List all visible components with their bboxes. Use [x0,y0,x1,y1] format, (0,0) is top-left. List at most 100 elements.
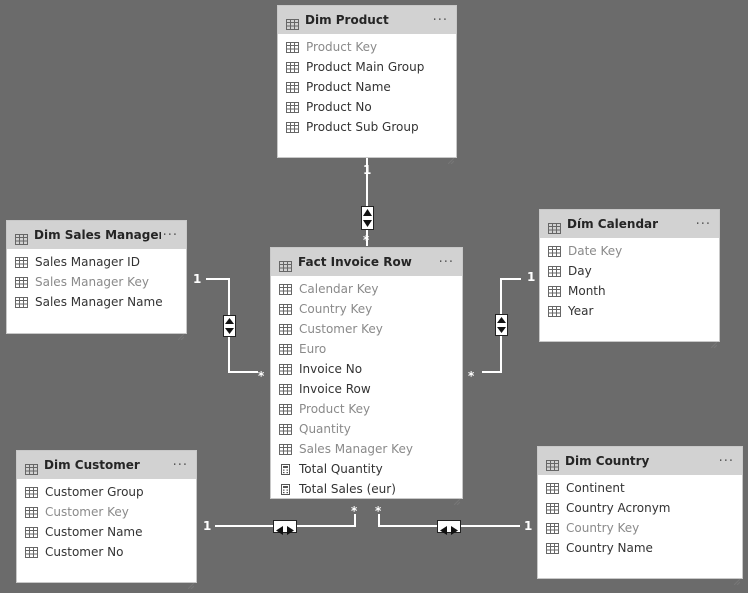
column-table-icon [286,41,299,53]
field-label: Product Key [306,40,378,54]
table-header[interactable]: Fact Invoice Row ··· [271,248,462,276]
column-table-icon [286,121,299,133]
field-row[interactable]: Customer No [17,542,196,562]
column-table-icon [25,506,38,518]
field-row[interactable]: Date Key [540,241,719,261]
table-card-dim-sales-manager[interactable]: Dim Sales Manager··· Sales Manager ID Sale… [6,220,187,341]
cardinality-one-calendar: 1 [527,270,536,284]
field-row[interactable]: Sales Manager Key [271,439,462,459]
crossfilter-both-horizontal-icon[interactable] [273,520,297,535]
table-icon [279,257,292,272]
field-row[interactable]: Country Key [271,299,462,319]
table-header[interactable]: Dim Product ··· [278,6,456,34]
field-label: Sales Manager ID [35,255,140,269]
more-options-icon[interactable]: ··· [162,227,178,243]
table-title: Dim Sales Manager [34,228,161,242]
column-table-icon [279,323,292,335]
field-row[interactable]: Year [540,301,719,321]
field-row[interactable]: Product Main Group [278,57,456,77]
cardinality-many-sales-manager: * [258,369,265,383]
field-row[interactable]: Invoice Row [271,379,462,399]
more-options-icon[interactable]: ··· [695,216,711,232]
column-table-icon [279,283,292,295]
field-row[interactable]: Customer Group [17,482,196,502]
table-title: Dím Calendar [567,217,659,231]
more-options-icon[interactable]: ··· [432,12,448,28]
column-table-icon [279,403,292,415]
table-title: Fact Invoice Row [298,255,412,269]
field-label: Invoice Row [299,382,371,396]
column-table-icon [25,486,38,498]
more-options-icon[interactable]: ··· [438,254,454,270]
field-label: Product Main Group [306,60,425,74]
table-header[interactable]: Dim Sales Manager··· [7,221,186,249]
field-row[interactable]: Country Key [538,518,742,538]
field-row[interactable]: Euro [271,339,462,359]
field-label: Product Sub Group [306,120,419,134]
field-row[interactable]: Customer Name [17,522,196,542]
crossfilter-both-horizontal-icon[interactable] [437,520,461,535]
field-label: Euro [299,342,327,356]
field-row[interactable]: Total Quantity [271,459,462,479]
field-row[interactable]: Customer Key [271,319,462,339]
table-title: Dim Customer [44,458,140,472]
field-row[interactable]: Product Key [271,399,462,419]
field-row[interactable]: Customer Key [17,502,196,522]
field-row[interactable]: Product Sub Group [278,117,456,137]
cardinality-one-sales-manager: 1 [193,272,202,286]
resize-handle-icon[interactable] [187,574,195,590]
field-label: Country Key [299,302,373,316]
column-table-icon [546,482,559,494]
field-row[interactable]: Product Key [278,37,456,57]
field-label: Continent [566,481,625,495]
field-row[interactable]: Continent [538,478,742,498]
crossfilter-both-vertical-icon[interactable] [361,206,374,230]
field-row[interactable]: Quantity [271,419,462,439]
field-row[interactable]: Sales Manager Key [7,272,186,292]
field-row[interactable]: Sales Manager Name [7,292,186,312]
field-row[interactable]: Month [540,281,719,301]
field-row[interactable]: Calendar Key [271,279,462,299]
field-row[interactable]: Day [540,261,719,281]
crossfilter-both-vertical-icon[interactable] [495,314,508,336]
resize-handle-icon[interactable] [453,490,461,506]
field-label: Total Quantity [299,462,383,476]
column-table-icon [548,265,561,277]
column-table-icon [286,61,299,73]
field-row[interactable]: Sales Manager ID [7,252,186,272]
column-table-icon [279,343,292,355]
table-header[interactable]: Dim Country··· [538,447,742,475]
more-options-icon[interactable]: ··· [718,453,734,469]
field-row[interactable]: Country Acronym [538,498,742,518]
resize-handle-icon[interactable] [733,570,741,586]
cardinality-one-customer: 1 [203,519,212,533]
resize-handle-icon[interactable] [177,325,185,341]
field-label: Country Key [566,521,640,535]
table-header[interactable]: Dim Customer ··· [17,451,196,479]
crossfilter-both-vertical-icon[interactable] [223,315,236,337]
resize-handle-icon[interactable] [710,333,718,349]
field-row[interactable]: Invoice No [271,359,462,379]
resize-handle-icon[interactable] [447,149,455,165]
column-table-icon [279,423,292,435]
field-row[interactable]: Product No [278,97,456,117]
field-label: Sales Manager Key [35,275,149,289]
field-row[interactable]: Product Name [278,77,456,97]
field-row[interactable]: Country Name [538,538,742,558]
more-options-icon[interactable]: ··· [172,457,188,473]
column-table-icon [548,305,561,317]
field-row[interactable]: Total Sales (eur) [271,479,462,499]
field-label: Product No [306,100,372,114]
table-header[interactable]: Dím Calendar ··· [540,210,719,238]
field-label: Customer Key [45,505,129,519]
table-title: Dim Product [305,13,389,27]
table-icon [548,219,561,234]
